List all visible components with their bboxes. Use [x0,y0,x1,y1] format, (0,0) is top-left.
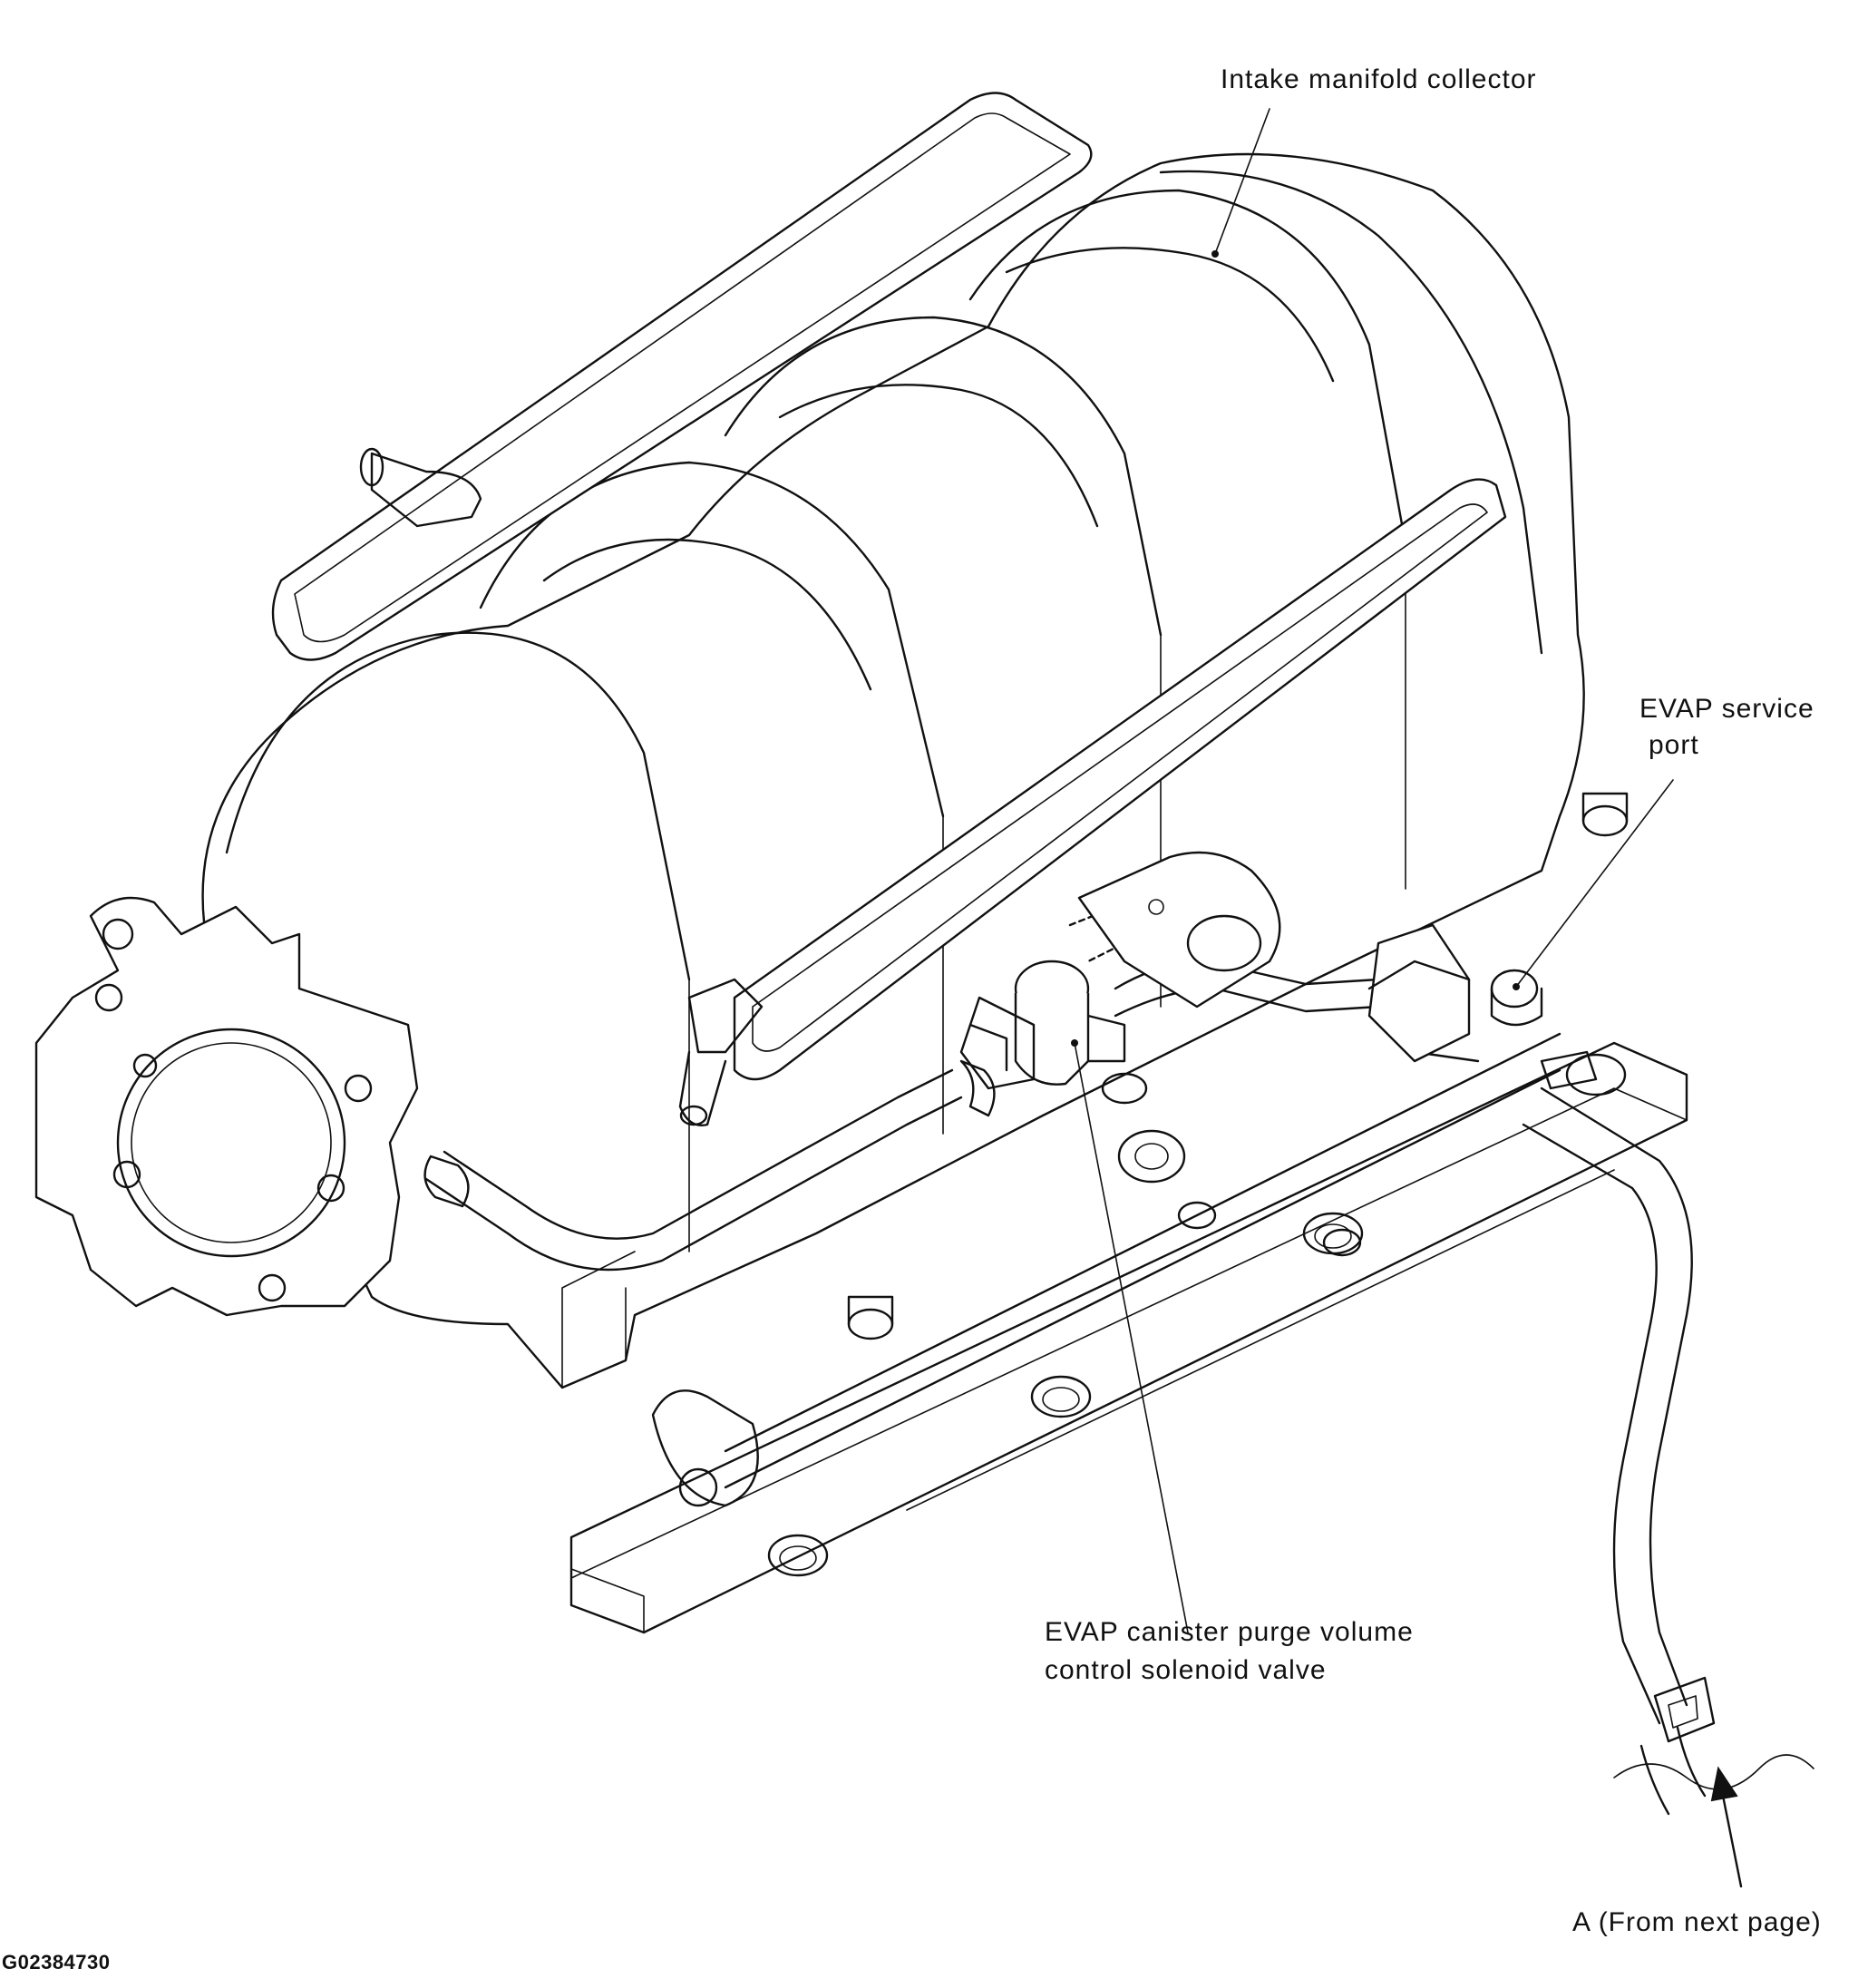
label-purge-valve-line1: EVAP canister purge volume [1045,1617,1414,1647]
label-from-next-page: A (From next page) [1572,1907,1822,1937]
intake-plenum-body [201,152,1585,1389]
leader-dot-collector [1211,250,1219,258]
label-evap-service-port-line2: port [1649,730,1699,760]
upper-gasket-rail-front [678,478,1507,1126]
lower-manifold-base [569,1041,1688,1634]
mounting-bolts [847,792,1629,1340]
label-evap-service-port-line1: EVAP service [1639,694,1814,724]
arrow-a-from-next-page [1710,1766,1743,1888]
leader-lines [1071,108,1674,1633]
upper-gasket-rail-rear [271,92,1093,661]
throttle-body [34,896,419,1317]
label-purge-valve-line2: control solenoid valve [1045,1655,1327,1685]
label-intake-manifold-collector: Intake manifold collector [1221,64,1537,94]
figure-id: G02384730 [2,1951,111,1973]
evap-service-port [1367,923,1598,1090]
mounting-bracket [1077,851,1281,1009]
leader-dot-purge-valve [1071,1039,1078,1047]
leader-dot-service-port [1513,983,1520,990]
